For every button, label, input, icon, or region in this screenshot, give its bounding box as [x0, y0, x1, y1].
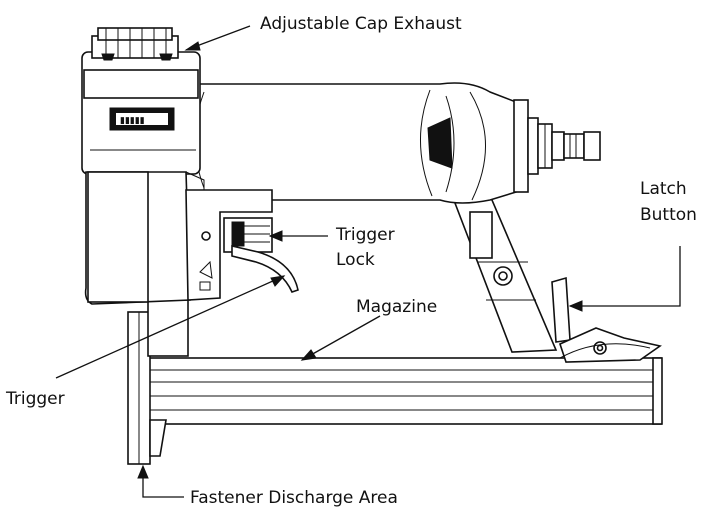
- cap-exhaust: [91, 27, 179, 61]
- air-fitting: [563, 131, 601, 161]
- end-cap: [513, 99, 565, 193]
- label-adjustable-cap-exhaust: Adjustable Cap Exhaust: [260, 14, 462, 34]
- arrow-icon: [300, 349, 317, 361]
- nose-plate: [127, 299, 189, 465]
- arrow-icon: [270, 275, 286, 287]
- magazine-rail: [140, 357, 663, 425]
- label-latch-button-line1: Latch: [640, 179, 687, 199]
- arrow-icon: [268, 230, 283, 242]
- arrow-icon: [568, 300, 583, 312]
- label-trigger-lock-line1: Trigger: [335, 225, 395, 245]
- latch-assembly: [551, 276, 662, 363]
- label-fastener-discharge-area: Fastener Discharge Area: [190, 488, 398, 508]
- arrow-icon: [184, 41, 201, 51]
- head-housing: ▮▮▮▮▮: [81, 51, 201, 175]
- label-latch-button-line2: Button: [640, 205, 697, 225]
- label-trigger-lock-line2: Lock: [336, 250, 375, 270]
- leader-lines: [55, 25, 681, 498]
- discharge-leader: [142, 470, 184, 498]
- trigger-leader: [55, 275, 285, 379]
- latch-button-leader: [570, 246, 681, 307]
- magazine-leader: [301, 315, 381, 361]
- stapler-illustration: ▮▮▮▮▮: [81, 27, 663, 465]
- rear-support: [448, 188, 558, 353]
- callout-labels: Adjustable Cap Exhaust Latch Button Trig…: [5, 14, 697, 508]
- label-magazine: Magazine: [356, 297, 437, 317]
- arrow-icon: [137, 464, 149, 479]
- label-trigger: Trigger: [5, 389, 65, 409]
- lower-body: [84, 171, 205, 305]
- tool-barrel: [175, 82, 517, 204]
- trigger-area: [185, 189, 299, 301]
- brand-plate: ▮▮▮▮▮: [120, 116, 145, 126]
